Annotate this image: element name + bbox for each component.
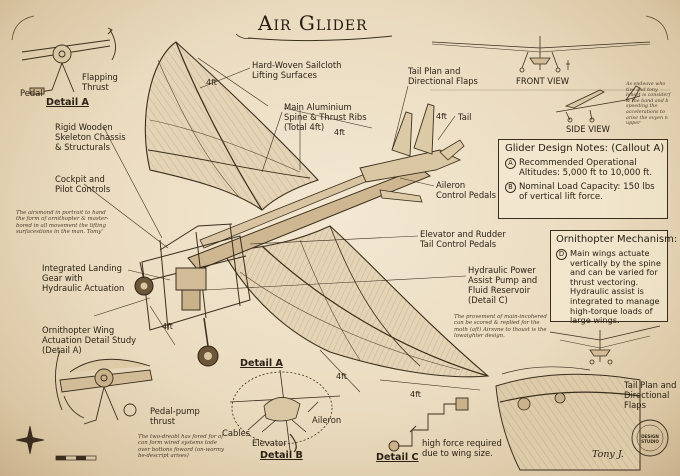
side-view-sketch	[555, 85, 641, 123]
handnote-topright: As endeave who tive and tony lenset is c…	[626, 82, 671, 127]
scale-bar	[55, 455, 97, 461]
label-elevator: Elevator	[252, 438, 287, 448]
fuselage-spine	[187, 103, 465, 271]
label-aileron: Aileron	[312, 415, 342, 425]
lower-wing	[221, 225, 490, 378]
design-note-b: B Nominal Load Capacity: 150 lbs of vert…	[505, 182, 661, 202]
handnote-left: The airsmond in portrait to hand the for…	[16, 210, 109, 236]
dimension-mark: 4ft	[334, 128, 345, 137]
wing-actuation-sketch	[55, 349, 153, 425]
mechanism-box: Ornithopter Mechanism: D Main wings actu…	[550, 230, 678, 325]
front-view-caption: FRONT VIEW	[516, 76, 570, 86]
page-title: Air Glider	[258, 11, 368, 35]
label-pedal: Pedal	[20, 88, 43, 98]
label-tail: Tail	[458, 112, 472, 122]
mechanism-mini-glider	[549, 325, 661, 365]
side-view-caption: SIDE VIEW	[566, 124, 610, 134]
handnote-bottom: The two-dreabl has fored for of can form…	[138, 434, 225, 460]
studio-stamp-text: DESIGN STUDIO	[641, 434, 659, 444]
tail-plan-detail	[495, 366, 641, 471]
compass-rose-icon	[15, 425, 45, 455]
design-note-a: A Recommended Operational Altitudes: 5,0…	[505, 158, 661, 178]
detail-b-sketch	[229, 369, 341, 453]
detail-a-top-heading: Detail A	[46, 97, 89, 108]
dimension-mark: 4ft	[206, 78, 217, 87]
detail-a-mid-heading: Detail A	[240, 358, 283, 369]
mechanism-note: D Main wings actuate vertically by the s…	[556, 248, 662, 326]
detail-c-heading: Detail C	[376, 452, 419, 463]
leader-lines	[83, 57, 481, 393]
studio-stamp	[631, 419, 669, 457]
design-notes-title: Glider Design Notes: (Callout A)	[505, 143, 665, 154]
handnote-center: The provement of main-incohered can be s…	[454, 314, 547, 340]
mechanism-title: Ornithopter Mechanism:	[556, 234, 678, 245]
dimension-mark: 4ft	[410, 390, 421, 399]
label-cables: Cables	[222, 428, 251, 438]
upper-wing	[144, 41, 319, 211]
dimension-mark: 4ft	[436, 112, 447, 121]
dimension-mark: 4ft	[162, 322, 173, 331]
dimension-mark: 4ft	[336, 372, 347, 381]
detail-a-top-sketch	[21, 27, 116, 95]
front-view-sketch	[431, 36, 651, 73]
design-notes-box: Glider Design Notes: (Callout A) A Recom…	[498, 139, 668, 219]
detail-c-sketch	[388, 397, 469, 452]
detail-b-heading: Detail B	[260, 450, 303, 461]
chassis-frame	[139, 223, 251, 331]
signature: Tony J.	[592, 449, 624, 460]
landing-wheels	[134, 276, 219, 367]
